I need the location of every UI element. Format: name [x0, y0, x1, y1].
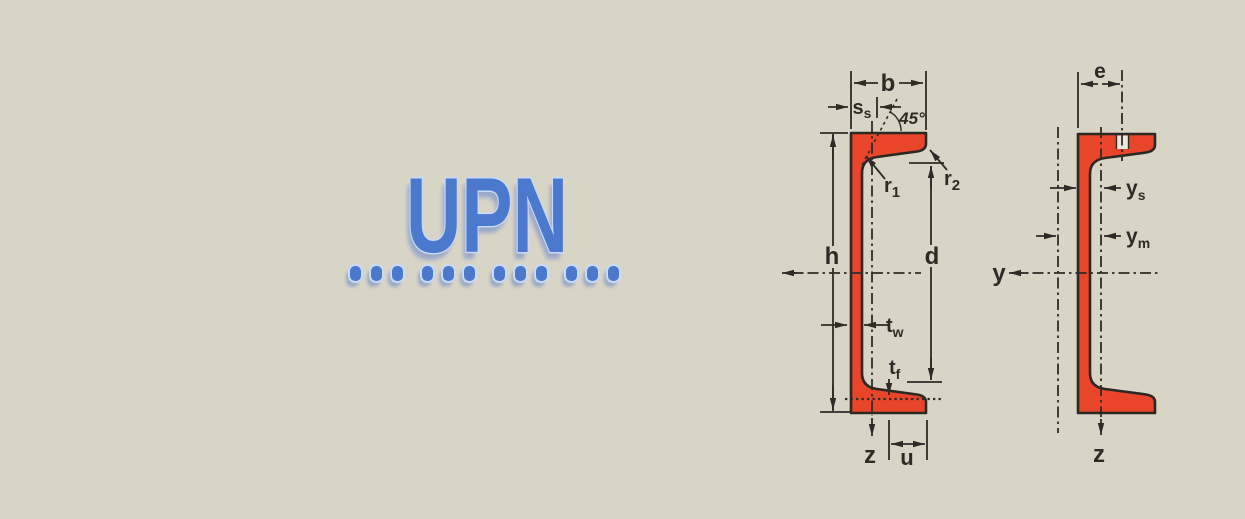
label-e: e [1094, 60, 1106, 83]
leader-r2 [929, 149, 948, 171]
title-dot [390, 264, 405, 283]
label-tf: tf [889, 357, 901, 382]
label-r2: r2 [944, 168, 960, 194]
title-dot [585, 264, 600, 283]
title-dot [369, 264, 384, 283]
dim-ss [828, 97, 901, 118]
upn-title-shadow: UPN [403, 162, 565, 282]
dim-d [907, 162, 944, 383]
label-z-left: z [864, 442, 876, 469]
angle-45 [860, 98, 902, 168]
title-dots [346, 264, 621, 287]
right-diagram: e ys ym y z [992, 60, 1159, 468]
dim-u [888, 420, 928, 460]
label-ym: ym [1126, 225, 1150, 251]
dim-h [820, 132, 851, 413]
dim-e [1077, 70, 1123, 161]
channel-profile-dimensions [849, 131, 928, 415]
channel-profile-axes [1076, 132, 1157, 415]
title-dot [513, 264, 528, 283]
label-b: b [881, 70, 896, 97]
dim-b [850, 71, 927, 130]
label-z-right: z [1093, 441, 1105, 468]
label-ys: ys [1126, 177, 1146, 203]
title-dot [348, 264, 363, 283]
upn-title: UPN UPN [403, 154, 570, 283]
label-u: u [900, 445, 913, 470]
label-h: h [825, 243, 840, 270]
title-dot [564, 264, 579, 283]
label-tw: tw [886, 315, 904, 340]
leader-r1 [865, 155, 886, 180]
label-d: d [925, 243, 940, 270]
label-45deg: 45° [898, 109, 925, 128]
label-ss: ss [853, 97, 872, 121]
title-dot [606, 264, 621, 283]
title-dot [534, 264, 549, 283]
title-dot [462, 264, 477, 283]
label-y-axis: y [992, 260, 1006, 287]
title-dot [492, 264, 507, 283]
title-dot [420, 264, 435, 283]
title-dot [441, 264, 456, 283]
left-diagram: b ss 45° r1 r2 h [782, 70, 960, 470]
label-r1: r1 [884, 175, 900, 201]
upn-title-text: UPN [406, 155, 568, 275]
